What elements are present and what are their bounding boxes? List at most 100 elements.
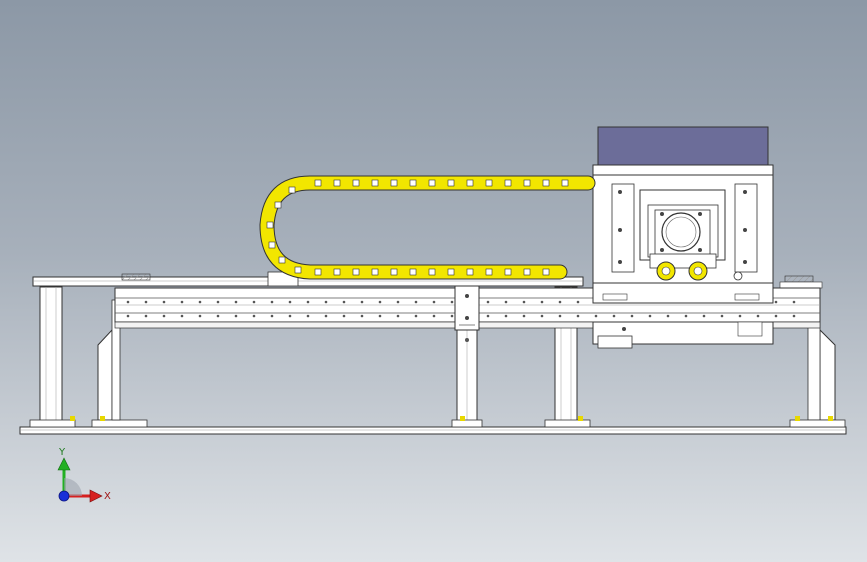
rail-bolt: [504, 300, 508, 304]
rail-bolt: [738, 314, 742, 318]
chain-link: [274, 201, 282, 209]
chain-link: [466, 268, 474, 276]
chain-link: [278, 256, 286, 264]
chain-link: [409, 268, 417, 276]
motor-housing-top: [597, 126, 769, 166]
rail-bolt: [450, 300, 454, 304]
rail-bolt: [756, 314, 760, 318]
rail-bolt: [162, 300, 166, 304]
rail-bolt: [324, 300, 328, 304]
support-leg-left[interactable]: [29, 286, 76, 428]
rail-bolt: [270, 314, 274, 318]
rail-bolt: [522, 314, 526, 318]
middle-bracket[interactable]: [454, 285, 480, 331]
chain-link: [352, 179, 360, 187]
rail-bolt: [432, 300, 436, 304]
chain-link: [447, 268, 455, 276]
chain-link: [542, 268, 550, 276]
chain-link: [390, 268, 398, 276]
rail-bolt: [216, 300, 220, 304]
servo-motor-face: [661, 212, 701, 252]
rail-bolt: [594, 314, 598, 318]
rail-bolt: [414, 314, 418, 318]
chain-link: [352, 268, 360, 276]
rail-bolt: [198, 300, 202, 304]
rail-bolt: [144, 314, 148, 318]
rail-bolt: [540, 314, 544, 318]
y-axis-label: Y: [58, 447, 66, 458]
chain-link: [288, 186, 296, 194]
rail-bolt-row-bottom: [126, 314, 796, 318]
rail-bolt: [360, 314, 364, 318]
rail-bolt: [306, 314, 310, 318]
rail-bolt: [144, 300, 148, 304]
rail-bolt: [504, 314, 508, 318]
rail-bolt: [792, 314, 796, 318]
rail-bolt: [666, 314, 670, 318]
chain-link: [371, 179, 379, 187]
rail-bolt: [630, 314, 634, 318]
rail-bolt: [522, 300, 526, 304]
guide-wheels[interactable]: [656, 261, 743, 281]
rail-bolt: [702, 314, 706, 318]
chain-link: [447, 179, 455, 187]
rail-bolt: [216, 314, 220, 318]
rail-bolt: [432, 314, 436, 318]
chain-link: [561, 179, 569, 187]
rail-bolt: [234, 314, 238, 318]
rail-bolt: [540, 300, 544, 304]
rail-bolt: [396, 300, 400, 304]
base-plate[interactable]: [19, 426, 847, 435]
rail-bolt: [252, 300, 256, 304]
chain-link: [333, 179, 341, 187]
chain-link: [504, 268, 512, 276]
rail-bolt: [774, 300, 778, 304]
support-leg-right[interactable]: [789, 299, 846, 428]
rail-bolt: [306, 300, 310, 304]
rail-bolt: [774, 314, 778, 318]
rail-bolt: [360, 300, 364, 304]
rail-bolt: [288, 314, 292, 318]
chain-link: [485, 268, 493, 276]
rail-bolt: [270, 300, 274, 304]
rail-bolt: [684, 314, 688, 318]
chain-link: [409, 179, 417, 187]
rail-bolt: [162, 314, 166, 318]
cable-chain-links: [266, 179, 569, 276]
rail-bolt: [576, 314, 580, 318]
rail-bolt: [234, 300, 238, 304]
chain-link: [268, 241, 276, 249]
chain-link: [523, 268, 531, 276]
rail-bolt: [486, 300, 490, 304]
chain-link: [466, 179, 474, 187]
rail-bolt: [378, 314, 382, 318]
rail-bolt: [252, 314, 256, 318]
x-axis-label: X: [104, 491, 111, 502]
rail-bolt: [414, 300, 418, 304]
chain-link: [294, 266, 302, 274]
rail-bolt: [396, 314, 400, 318]
cable-chain[interactable]: [259, 175, 596, 280]
chain-link: [314, 179, 322, 187]
chain-link: [504, 179, 512, 187]
rail-bolt: [792, 300, 796, 304]
chain-link: [333, 268, 341, 276]
rail-bolt: [558, 314, 562, 318]
chain-link: [485, 179, 493, 187]
rail-bolt: [126, 314, 130, 318]
support-leg-left-inner[interactable]: [91, 299, 148, 428]
axis-triad[interactable]: Y X: [57, 447, 111, 503]
rail-bolt: [180, 300, 184, 304]
chain-link: [266, 221, 274, 229]
foot-markers: [70, 416, 833, 421]
chain-link: [390, 179, 398, 187]
chain-link: [428, 179, 436, 187]
rail-bolt: [288, 300, 292, 304]
rail-bolt: [558, 300, 562, 304]
rail-bolt: [342, 314, 346, 318]
rail-bolt: [378, 300, 382, 304]
chain-link: [314, 268, 322, 276]
carriage-assembly[interactable]: [592, 126, 774, 349]
